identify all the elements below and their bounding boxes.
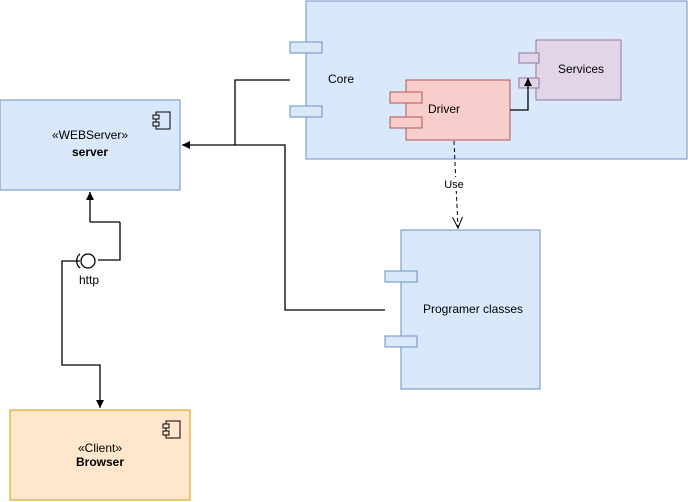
driver-component[interactable]: Driver	[389, 79, 511, 141]
services-port-top	[518, 52, 540, 64]
driver-label: Driver	[428, 102, 460, 116]
programer-port-bottom	[384, 335, 418, 348]
browser-stereotype: «Client»	[78, 441, 122, 455]
programer-classes-component[interactable]: Programer classes	[384, 229, 541, 390]
use-label-bg	[441, 177, 467, 191]
services-port-bottom	[518, 77, 540, 89]
http-to-browser-line	[61, 260, 104, 408]
services-component[interactable]: Services	[518, 39, 622, 101]
driver-port-top	[389, 91, 423, 104]
programer-server-connector	[235, 144, 385, 311]
browser-name: Browser	[76, 455, 124, 469]
programer-classes-label: Programer classes	[423, 302, 523, 316]
core-port-top	[289, 41, 323, 54]
http-interface-icon	[80, 253, 96, 269]
core-port-bottom	[289, 105, 323, 118]
server-stereotype: «WEBServer»	[52, 128, 128, 142]
http-label: http	[79, 273, 99, 287]
component-icon	[152, 111, 171, 130]
browser-component[interactable]: «Client» Browser	[9, 409, 191, 501]
core-label: Core	[328, 72, 354, 86]
programer-port-top	[384, 270, 418, 283]
use-label: Use	[444, 179, 464, 191]
driver-services-connector	[510, 78, 532, 111]
services-label: Services	[558, 62, 604, 76]
server-name: server	[72, 145, 108, 159]
component-icon	[162, 420, 181, 439]
http-provided-line	[98, 222, 121, 261]
core-server-connector	[182, 79, 290, 149]
driver-port-bottom	[389, 116, 423, 129]
server-component[interactable]: «WEBServer» server	[0, 99, 181, 191]
